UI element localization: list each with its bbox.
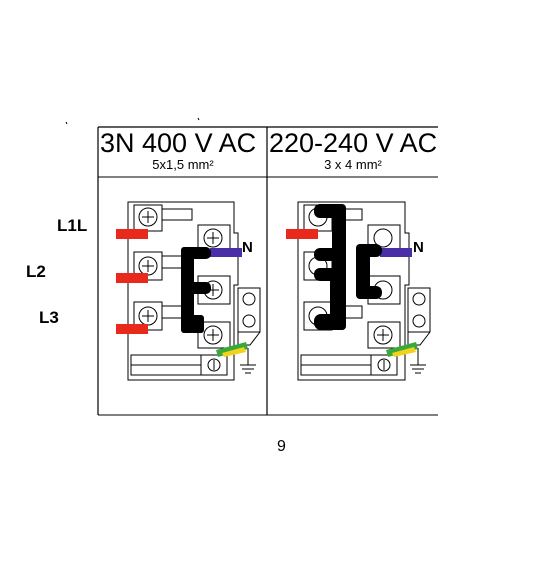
neutral-wire-left: [210, 248, 242, 257]
phase-wire-l1-left: [116, 229, 148, 239]
page-number: 9: [277, 438, 286, 455]
phase-wire-l3-left: [116, 324, 148, 334]
phase-wire-right: [286, 229, 318, 239]
panel-title-220-240: 220-240 V AC: [269, 128, 438, 158]
panel-title-3n400: 3N 400 V AC: [100, 128, 257, 158]
terminal-block-right: [297, 201, 431, 381]
panel-subtitle-220-240: 3 x 4 mm²: [324, 157, 382, 172]
earth-wire-right: [386, 342, 418, 357]
table-frame: [65, 117, 438, 416]
neutral-wire-right: [380, 248, 412, 257]
earth-wire-left: [216, 342, 248, 357]
phase-wire-l2-left: [116, 273, 148, 283]
bridge-right-neutral: [356, 244, 382, 299]
bridge-right-phase: [314, 204, 346, 330]
label-l1: L1L: [57, 216, 88, 235]
bridge-left: [181, 247, 211, 333]
label-l2: L2: [26, 262, 46, 281]
panel-subtitle-3n400: 5x1,5 mm²: [152, 157, 214, 172]
neutral-label-right: N: [413, 239, 424, 256]
neutral-label-left: N: [242, 239, 253, 256]
label-l3: L3: [39, 308, 59, 327]
